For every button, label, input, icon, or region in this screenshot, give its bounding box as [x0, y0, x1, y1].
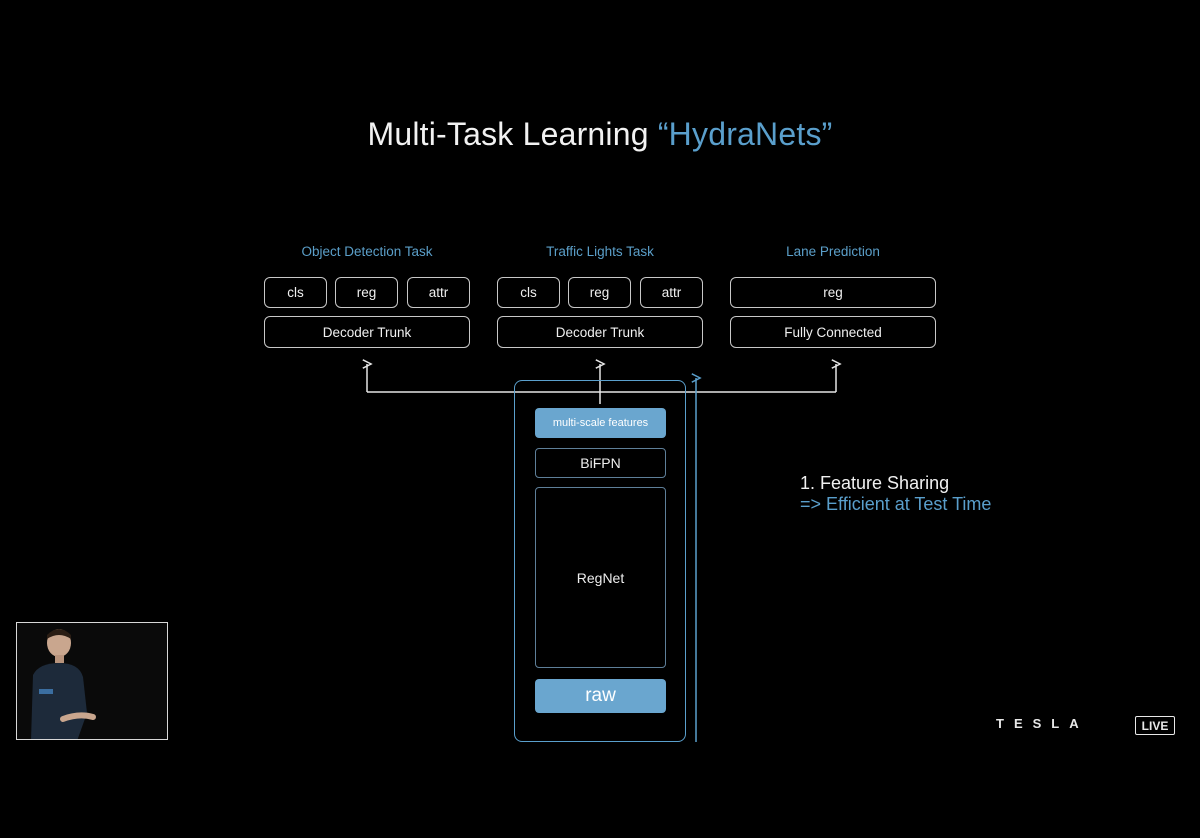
slide-title: Multi-Task Learning “HydraNets” [0, 116, 1200, 153]
task-label-object-detection: Object Detection Task [301, 244, 433, 259]
object-detection-cls-head: cls [264, 277, 327, 308]
multi-scale-features-block: multi-scale features [535, 408, 666, 438]
traffic-lights-cls-head: cls [497, 277, 560, 308]
traffic-lights-reg-head: reg [568, 277, 631, 308]
feature-sharing-note: 1. Feature Sharing [800, 473, 950, 493]
object-detection-decoder-trunk: Decoder Trunk [264, 316, 470, 348]
object-detection-attr-head: attr [407, 277, 470, 308]
slide-title-accent: “HydraNets” [657, 116, 833, 152]
lane-prediction-reg-head: reg [730, 277, 936, 308]
slide-title-main: Multi-Task Learning [367, 116, 658, 152]
raw-input-block: raw [535, 679, 666, 713]
regnet-block: RegNet [535, 487, 666, 668]
bifpn-block: BiFPN [535, 448, 666, 478]
object-detection-reg-head: reg [335, 277, 398, 308]
presenter-figure [17, 623, 167, 739]
task-label-traffic-lights: Traffic Lights Task [546, 244, 654, 259]
efficiency-note: => Efficient at Test Time [800, 494, 992, 514]
traffic-lights-decoder-trunk: Decoder Trunk [497, 316, 703, 348]
lane-prediction-fully-connected: Fully Connected [730, 316, 936, 348]
task-label-lane-prediction: Lane Prediction [786, 244, 880, 259]
tesla-logo: TESLA [996, 716, 1089, 731]
shared-backbone-panel [514, 380, 686, 742]
presenter-video-inset [16, 622, 168, 740]
live-badge: LIVE [1135, 716, 1175, 735]
traffic-lights-attr-head: attr [640, 277, 703, 308]
